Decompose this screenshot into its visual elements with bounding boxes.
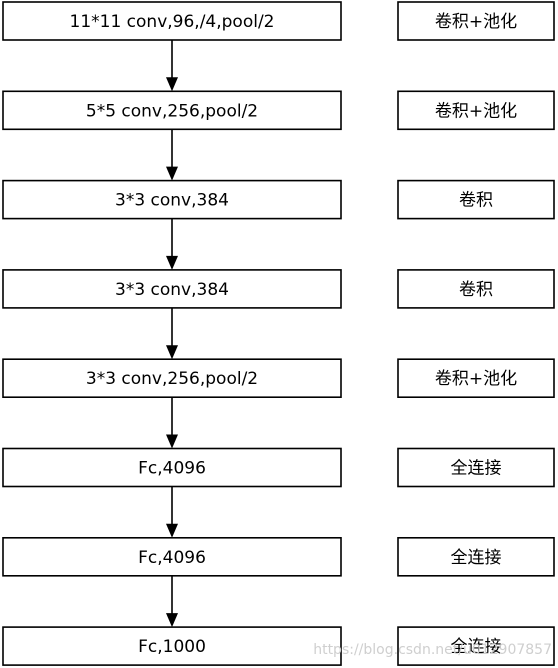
arrow-head-icon	[166, 523, 178, 538]
flow-arrows	[166, 40, 178, 628]
layer-label: 5*5 conv,256,pool/2	[86, 101, 258, 121]
layer-box: 3*3 conv,384	[2, 269, 342, 309]
layer-label: 3*3 conv,256,pool/2	[86, 369, 258, 389]
arrow-head-icon	[166, 345, 178, 360]
layer-label: Fc,4096	[138, 548, 206, 568]
note-label: 卷积+池化	[435, 101, 517, 121]
layer-box-frame	[2, 269, 342, 309]
layer-label: 3*3 conv,384	[115, 191, 229, 211]
flow-arrow	[166, 307, 178, 360]
layer-box-frame	[2, 626, 342, 666]
note-label: 卷积+池化	[435, 369, 517, 389]
layer-box-frame	[2, 358, 342, 399]
layer-box-frame	[2, 536, 342, 577]
arrow-head-icon	[166, 434, 178, 449]
layer-label: 11*11 conv,96,/4,pool/2	[70, 12, 275, 32]
layer-box-frame	[2, 179, 342, 220]
layer-box-frame	[2, 1, 342, 41]
note-box: 卷积	[397, 269, 555, 309]
note-label: 卷积	[459, 191, 493, 211]
note-box: 卷积	[397, 179, 555, 220]
layer-label: 3*3 conv,384	[115, 280, 229, 300]
flow-arrow	[166, 129, 178, 181]
layer-boxes: 11*11 conv,96,/4,pool/2 5*5 conv,256,pool…	[2, 1, 342, 666]
layer-box: 11*11 conv,96,/4,pool/2	[2, 1, 342, 41]
note-box-frame	[397, 626, 555, 666]
layer-box: Fc,4096	[2, 536, 342, 577]
flow-arrow	[166, 40, 178, 92]
flow-arrow	[166, 486, 178, 538]
arrow-head-icon	[166, 255, 178, 270]
note-label: 卷积+池化	[435, 12, 517, 32]
note-label: 全连接	[451, 459, 502, 479]
arrow-head-icon	[166, 166, 178, 181]
layer-box-frame	[2, 447, 342, 488]
note-box-frame	[397, 179, 555, 220]
arrow-head-icon	[166, 77, 178, 92]
note-box: 卷积+池化	[397, 358, 555, 399]
note-label: 卷积	[459, 280, 493, 300]
note-box-frame	[397, 90, 555, 131]
flow-arrow	[166, 218, 178, 270]
note-box-frame	[397, 536, 555, 577]
note-label: 全连接	[451, 548, 502, 568]
note-box: 全连接	[397, 447, 555, 488]
layer-box: 3*3 conv,384	[2, 179, 342, 220]
layer-box: Fc,1000	[2, 626, 342, 666]
layer-box-frame	[2, 90, 342, 131]
flow-arrow	[166, 575, 178, 628]
flow-arrow	[166, 397, 178, 449]
watermark-text: https://blog.csdn.net/u012907857	[313, 642, 552, 658]
note-box: 卷积+池化	[397, 90, 555, 131]
note-box: 全连接	[397, 536, 555, 577]
layer-label: Fc,4096	[138, 459, 206, 479]
layer-box: Fc,4096	[2, 447, 342, 488]
layer-box: 5*5 conv,256,pool/2	[2, 90, 342, 131]
note-label: 全连接	[451, 637, 502, 657]
note-box-frame	[397, 358, 555, 399]
note-box-frame	[397, 1, 555, 41]
note-box: 全连接	[397, 626, 555, 666]
note-box: 卷积+池化	[397, 1, 555, 41]
layer-box: 3*3 conv,256,pool/2	[2, 358, 342, 399]
arrow-head-icon	[166, 613, 178, 628]
note-box-frame	[397, 447, 555, 488]
note-box-frame	[397, 269, 555, 309]
layer-label: Fc,1000	[138, 637, 206, 657]
